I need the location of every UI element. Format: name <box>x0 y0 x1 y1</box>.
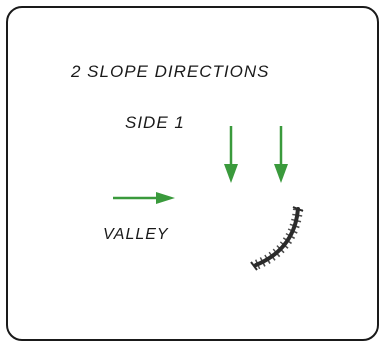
diagram-card <box>6 6 379 341</box>
side-label: SIDE 1 <box>125 113 185 132</box>
valley-label: VALLEY <box>103 226 169 243</box>
diagram-title: 2 SLOPE DIRECTIONS <box>71 62 270 81</box>
slope-arrow-down-icon-1 <box>224 126 238 183</box>
slope-arrow-down-icon-2 <box>274 126 288 183</box>
slope-arrow-right-icon <box>113 192 175 204</box>
valley-line-icon <box>250 206 304 271</box>
